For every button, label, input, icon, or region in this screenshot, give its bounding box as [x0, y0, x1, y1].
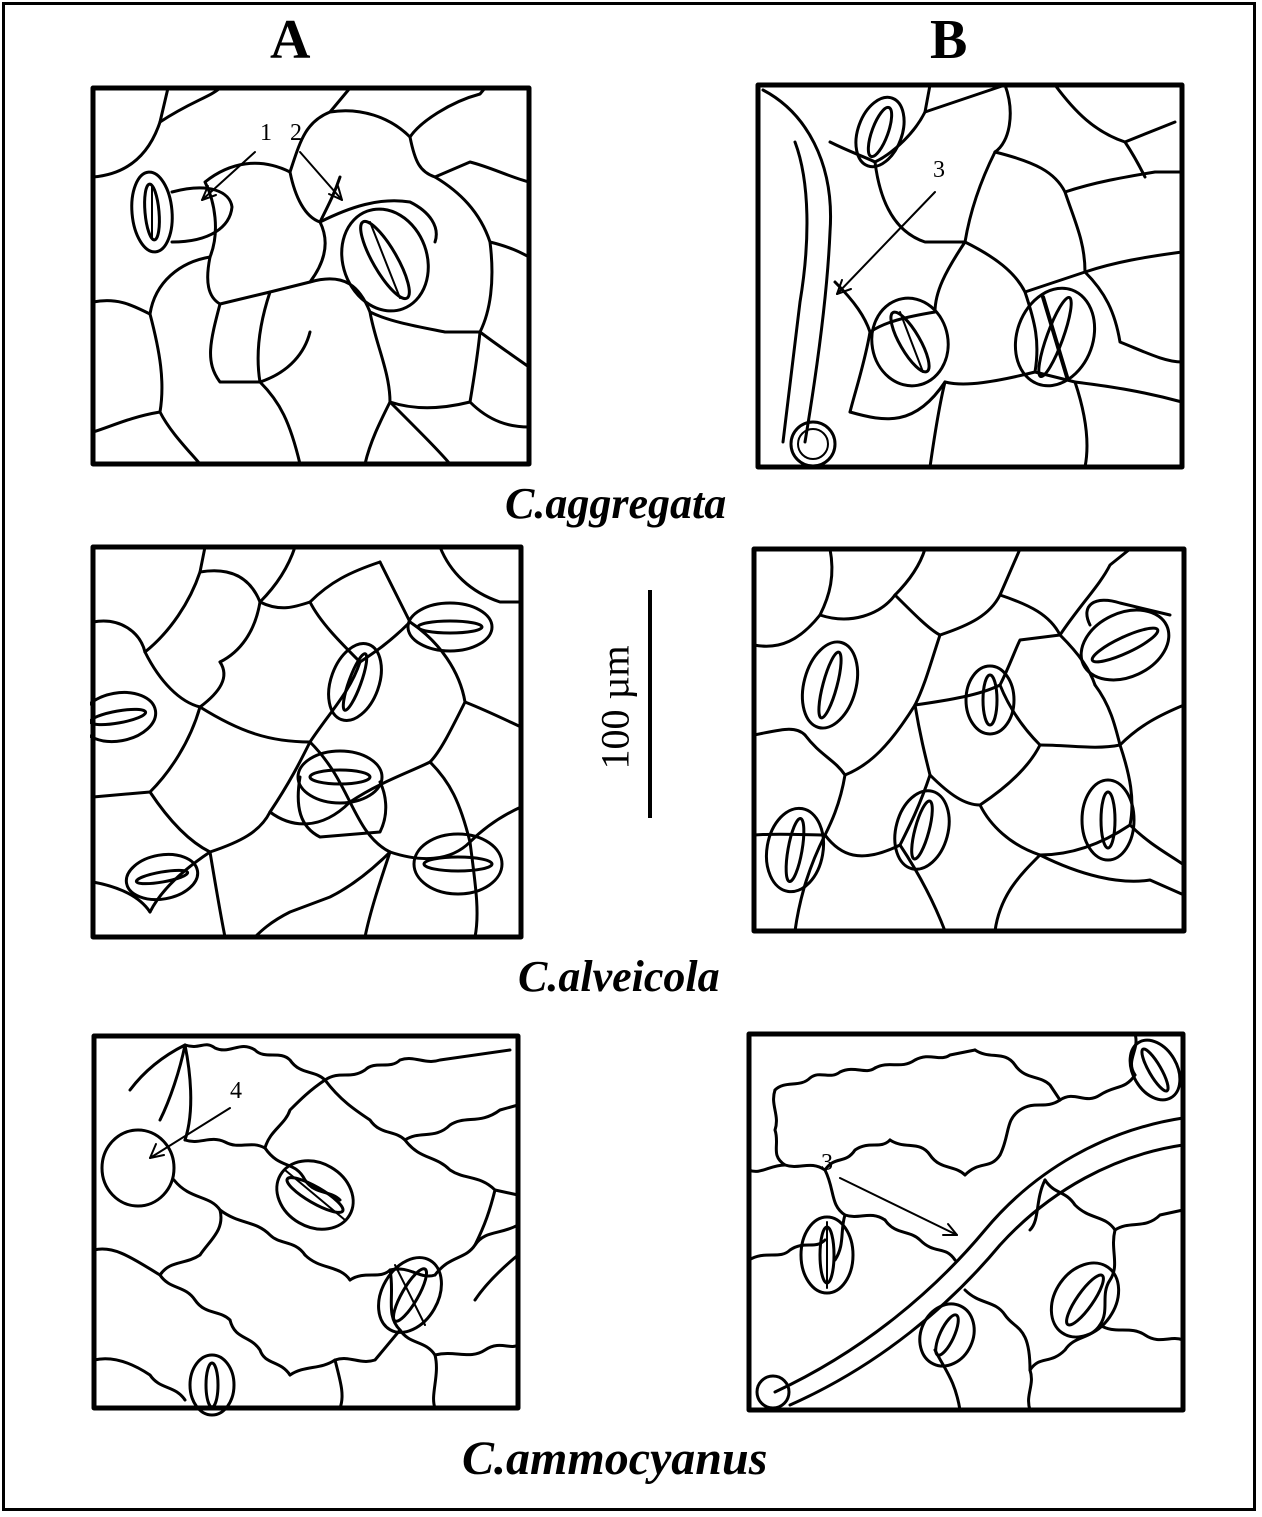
panel-aggregata-a: 1 2: [90, 82, 535, 470]
scale-bar-label: 100 µm: [592, 650, 639, 770]
panel-alveicola-a: [90, 542, 530, 942]
panel-alveicola-b: [750, 545, 1190, 935]
panel-ammocyanus-b: 3: [745, 1030, 1190, 1422]
panel-aggregata-b: 3: [755, 82, 1185, 470]
callout-3-upper: 3: [933, 157, 945, 184]
species-label-ammocyanus: C.ammocyanus: [462, 1435, 767, 1483]
scale-bar: [648, 590, 652, 818]
callout-3-lower: 3: [821, 1150, 833, 1177]
species-label-aggregata: C.aggregata: [505, 482, 726, 526]
column-label-b: B: [930, 12, 967, 68]
callout-4: 4: [230, 1078, 242, 1105]
panel-ammocyanus-a: 4: [90, 1030, 530, 1422]
column-label-a: A: [270, 12, 310, 68]
callout-1: 1: [260, 120, 272, 147]
species-label-alveicola: C.alveicola: [518, 955, 720, 999]
callout-2: 2: [290, 120, 302, 147]
